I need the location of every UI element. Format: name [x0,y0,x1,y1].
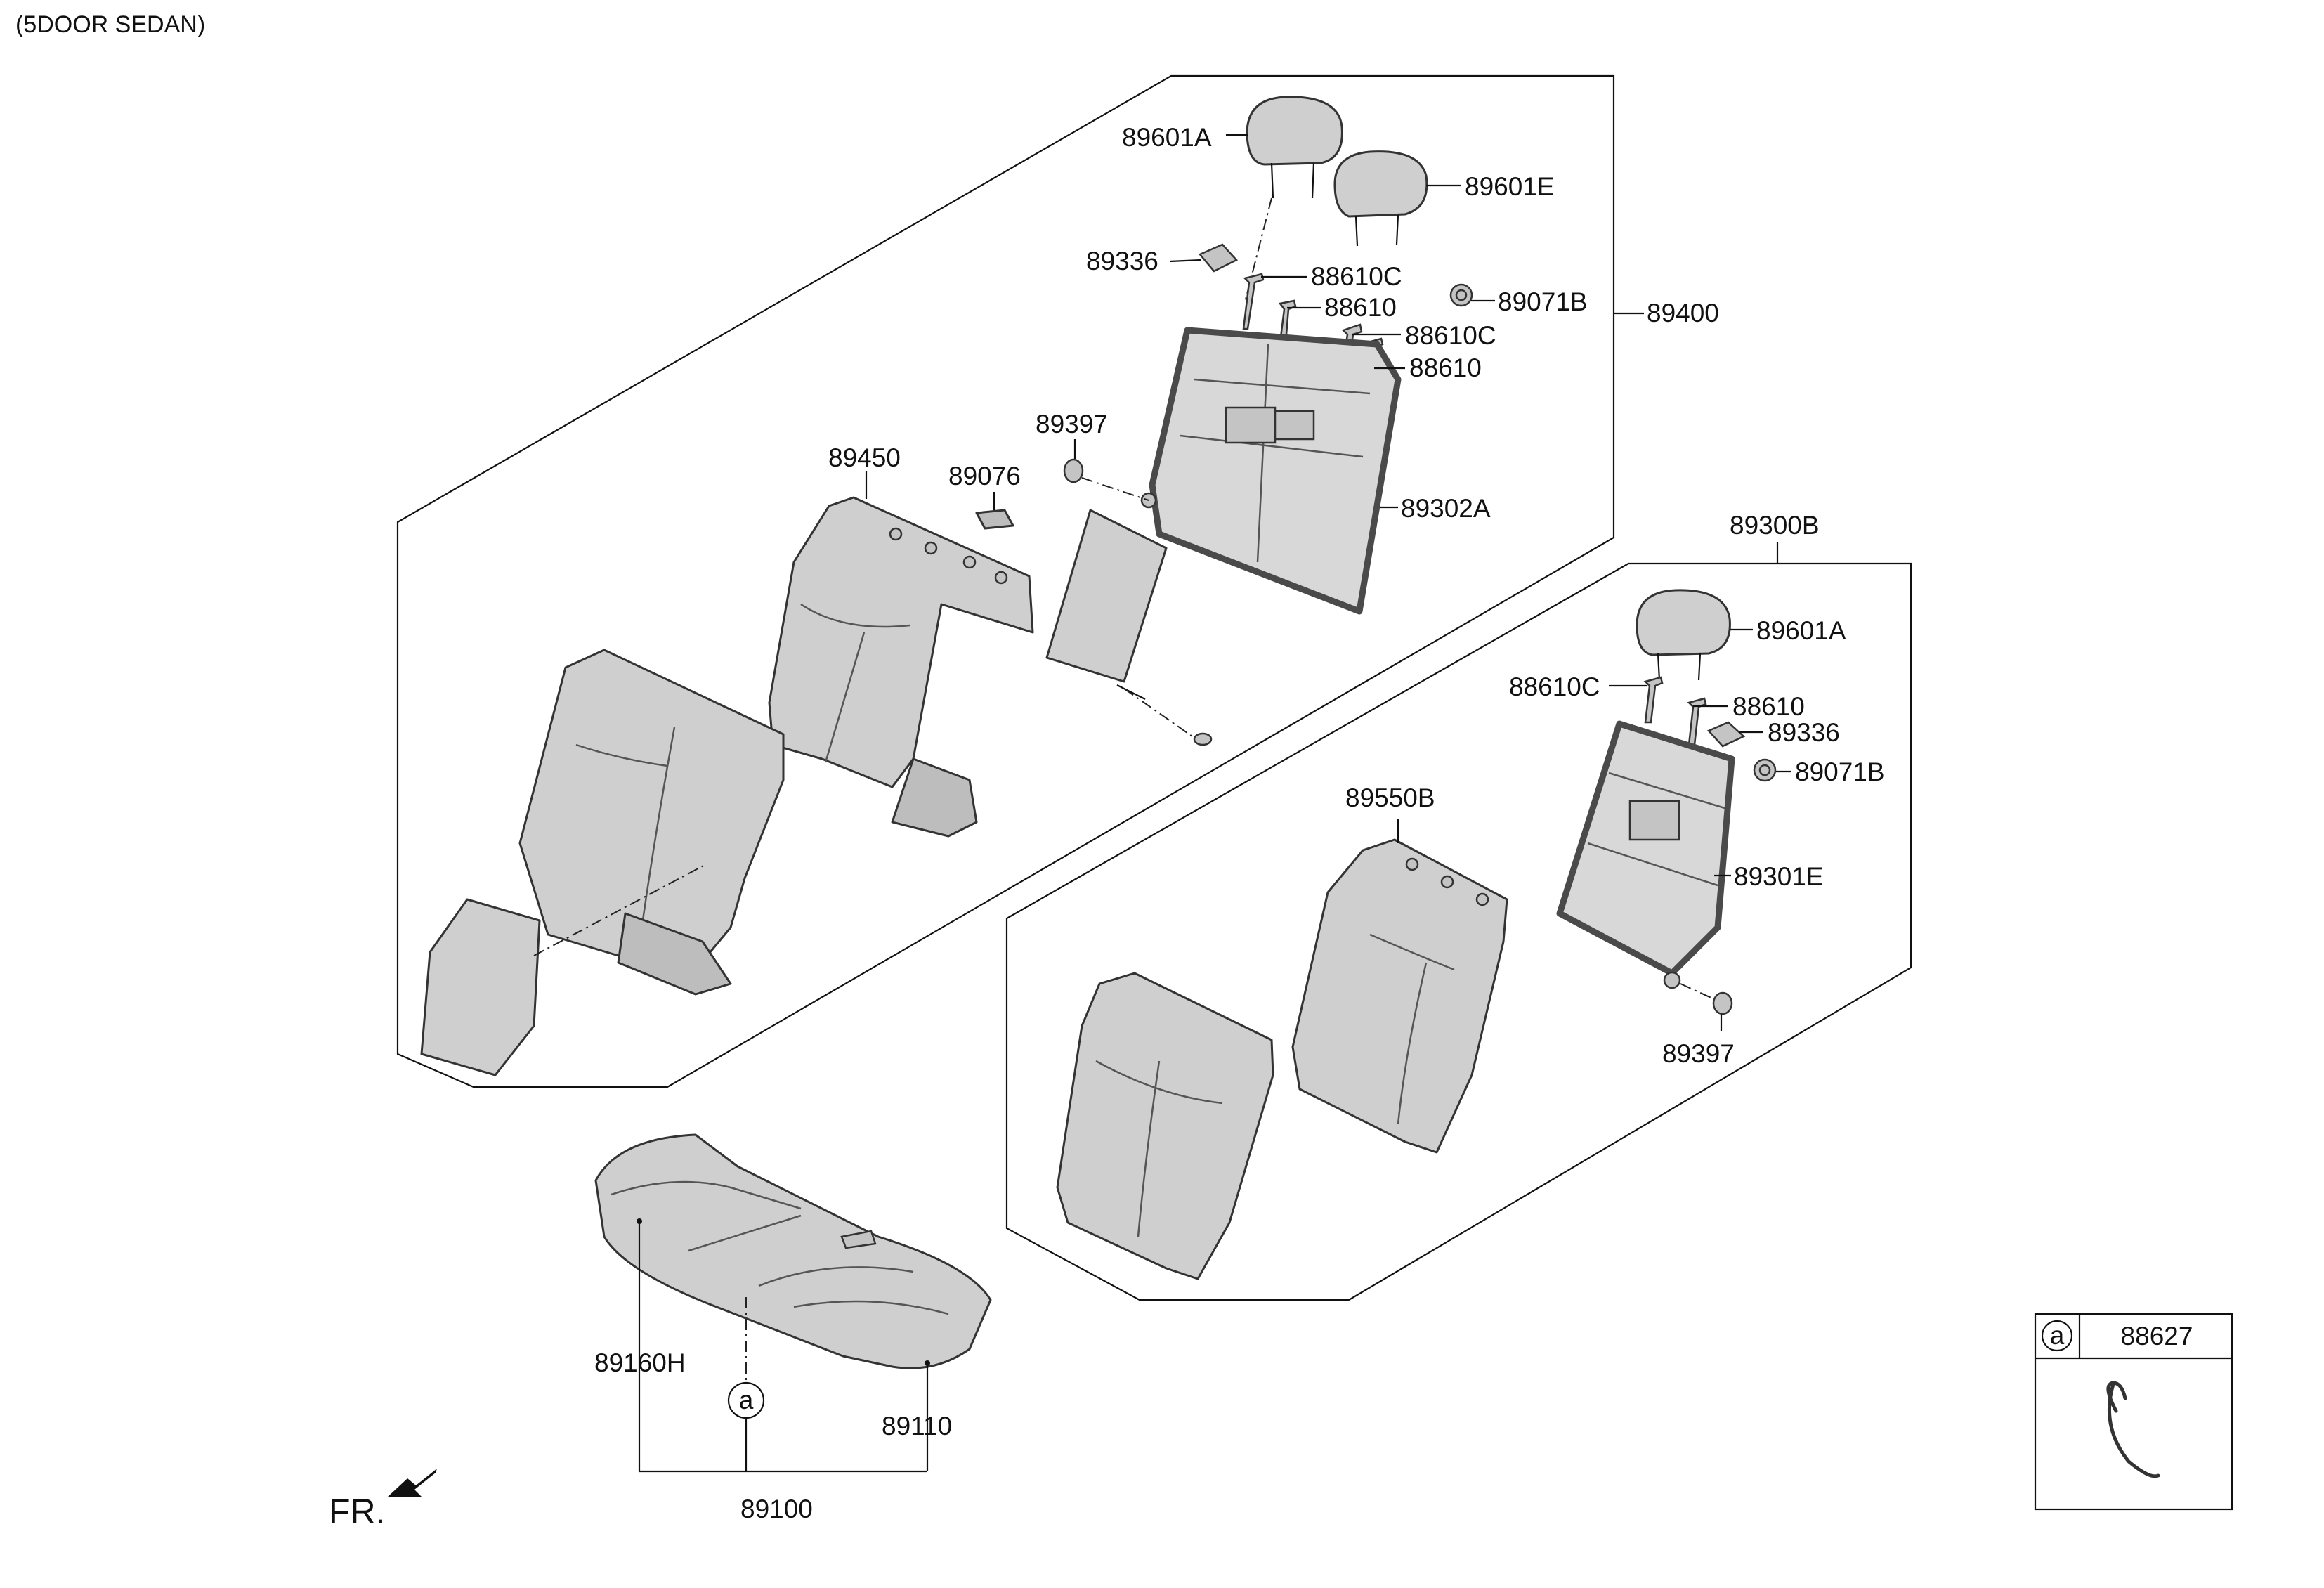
reference-marker-a: a [727,1381,765,1419]
label-89071b-upper: 89071B [1498,287,1588,316]
label-89601a-lower: 89601A [1756,616,1846,645]
seat-cushion-89110-icon[interactable] [594,1133,992,1369]
label-89110: 89110 [882,1412,952,1440]
label-89301e: 89301E [1734,862,1824,891]
headrest-89601e-icon[interactable] [1333,150,1428,247]
label-89100: 89100 [740,1495,813,1523]
label-89336-lower: 89336 [1768,718,1840,747]
armrest-guide-line [533,864,707,956]
upper-seatback-group-outline [396,74,1615,1088]
label-89302a: 89302A [1401,494,1491,523]
cap-guide-line [1081,477,1149,501]
variant-label: (5DOOR SEDAN) [15,11,205,38]
legend-part-number: 88627 [2121,1322,2193,1351]
label-89160h: 89160H [594,1348,686,1377]
label-88610-lower: 88610 [1732,692,1805,721]
label-89300b: 89300B [1730,511,1820,540]
label-89550b: 89550B [1345,783,1435,812]
lower-seatback-group-outline [1005,562,1912,1301]
label-89601e: 89601E [1465,172,1555,201]
armrest-89076-lower-icon[interactable] [420,898,541,1076]
back-cover-89450-icon[interactable] [768,496,1034,838]
label-89397-lower: 89397 [1662,1039,1735,1068]
label-89076: 89076 [948,462,1021,490]
cap-89397-lower-icon[interactable] [1712,991,1733,1015]
armrest-panel-upper-icon[interactable] [1045,509,1213,746]
label-89450: 89450 [828,443,901,472]
label-88610c-lower: 88610C [1509,672,1600,701]
label-88610-1: 88610 [1324,293,1397,322]
armrest-cover-89076-icon[interactable] [975,509,1014,530]
cap-lower-guide-line [1680,983,1715,1000]
label-89336-upper: 89336 [1086,247,1158,275]
guide-pins-lower-icon[interactable] [1643,676,1707,746]
headrest-89601a-upper-icon[interactable] [1246,96,1343,199]
label-89601a-upper: 89601A [1122,123,1212,152]
seatback-cushion-upper-icon[interactable] [518,649,785,996]
cap-89397-upper-icon[interactable] [1063,458,1084,483]
legend-box: a 88627 [2034,1313,2233,1511]
label-89071b-lower: 89071B [1795,757,1885,786]
label-89400: 89400 [1647,299,1719,327]
knob-89071b-lower-icon[interactable] [1753,758,1777,782]
legend-ref-text: a [2050,1321,2065,1350]
back-cover-89550b-icon[interactable] [1291,838,1508,1154]
bracket-89336-upper-icon[interactable] [1198,243,1239,273]
leader-lines [638,134,1791,1473]
front-direction-indicator: FR. [329,1469,437,1531]
knob-89071b-upper-icon[interactable] [1449,283,1473,307]
bracket-89336-lower-icon[interactable] [1706,721,1746,748]
back-frame-89302a-icon[interactable] [1140,327,1402,615]
label-89397-upper: 89397 [1036,410,1108,438]
front-direction-label: FR. [329,1492,386,1531]
headrest-89601a-lower-icon[interactable] [1636,589,1731,681]
label-88610c-2: 88610C [1405,321,1496,350]
hook-clip-88627-icon [2106,1381,2160,1478]
seatback-cushion-lower-icon[interactable] [1056,972,1274,1280]
reference-marker-a-text: a [739,1386,754,1414]
back-frame-89301e-icon[interactable] [1556,720,1735,989]
label-88610c-1: 88610C [1311,262,1402,291]
label-88610-2: 88610 [1409,353,1482,382]
